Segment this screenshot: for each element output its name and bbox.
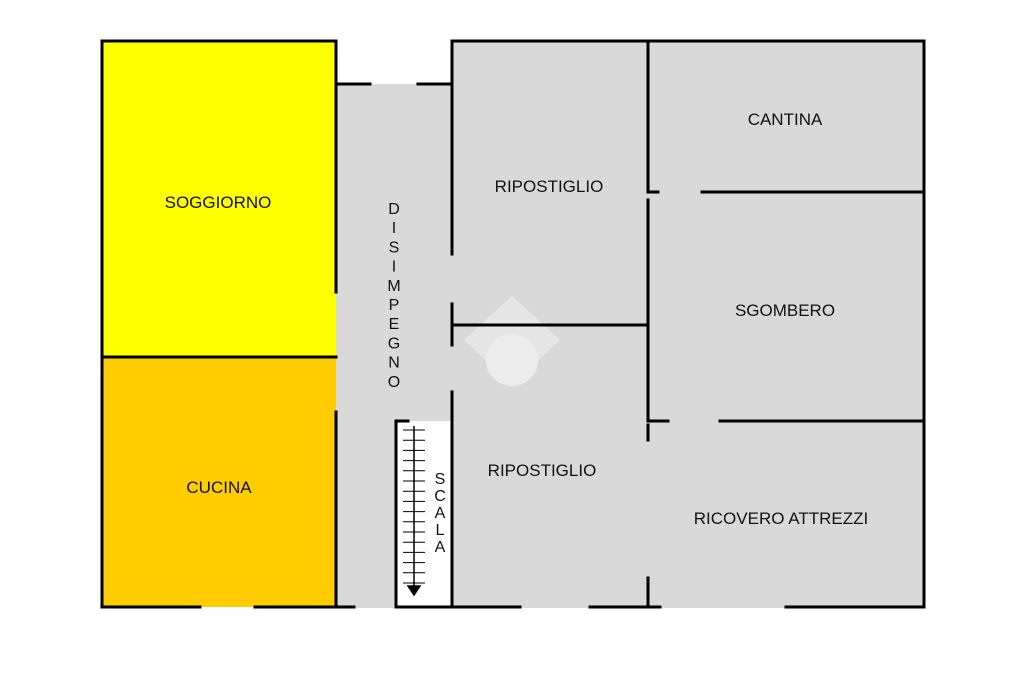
vertical-letter: D xyxy=(388,201,400,218)
stair-arrow-icon xyxy=(406,426,422,597)
label-soggiorno: SOGGIORNO xyxy=(165,193,272,212)
vertical-letter: A xyxy=(435,539,446,556)
vertical-letter: O xyxy=(388,374,400,391)
stair-well xyxy=(396,421,452,608)
room-soggiorno xyxy=(102,41,336,357)
room-cantina xyxy=(648,41,924,192)
room-sgombero xyxy=(648,192,924,421)
vertical-letter: I xyxy=(392,259,396,276)
room-ricovero-attrezzi xyxy=(648,421,924,608)
vertical-letter: A xyxy=(435,505,446,522)
label-cantina: CANTINA xyxy=(748,110,823,129)
label-ricovero-attrezzi: RICOVERO ATTREZZI xyxy=(694,509,868,528)
vertical-letter: I xyxy=(392,220,396,237)
vertical-letter: S xyxy=(435,471,446,488)
vertical-letter: G xyxy=(388,335,400,352)
label-sgombero: SGOMBERO xyxy=(735,301,835,320)
vertical-letter: E xyxy=(389,316,400,333)
label-ripostiglio-upper: RIPOSTIGLIO xyxy=(495,177,604,196)
walls xyxy=(100,39,926,609)
vertical-letter: M xyxy=(387,278,400,295)
watermark-logo-icon xyxy=(464,296,560,386)
vertical-letter: P xyxy=(389,297,400,314)
room-ripostiglio-lower xyxy=(452,325,648,608)
vertical-letter: C xyxy=(434,488,446,505)
vertical-letter: L xyxy=(436,522,445,539)
vertical-letter: N xyxy=(388,355,400,372)
vertical-letter: S xyxy=(389,239,400,256)
room-cucina xyxy=(102,357,336,607)
label-cucina: CUCINA xyxy=(186,478,252,497)
room-ripostiglio-upper xyxy=(452,41,648,325)
label-ripostiglio-lower: RIPOSTIGLIO xyxy=(488,461,597,480)
